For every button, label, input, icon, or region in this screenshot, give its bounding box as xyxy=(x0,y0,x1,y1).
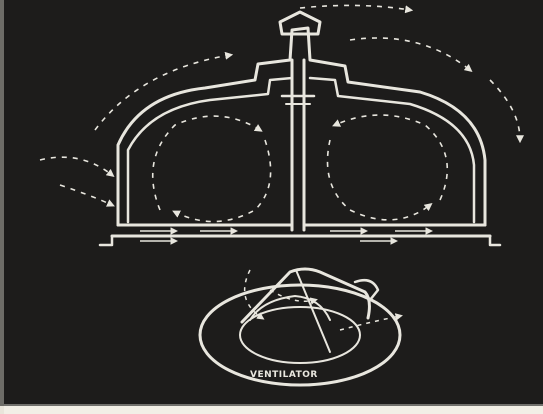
ventilator-label: VENTILATOR xyxy=(250,370,318,380)
